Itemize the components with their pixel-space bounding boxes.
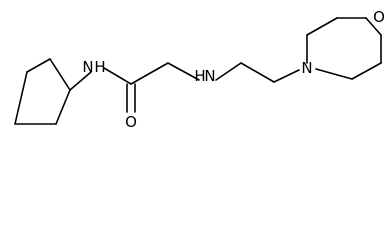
bond-ch2-ch2	[240, 62, 275, 83]
ring-bond	[365, 17, 382, 36]
cyclopentane-ring	[14, 58, 71, 125]
bond-nh-ch2	[215, 62, 242, 81]
molecule-drawing: N H O N H N O	[14, 8, 385, 131]
bond-nh-co	[103, 67, 132, 85]
morpholine-n-label: N	[301, 59, 312, 77]
chain-bonds	[69, 62, 300, 113]
amine-h-label: H	[194, 67, 205, 85]
amide-n-label: N	[82, 58, 93, 76]
atom-labels: N H O N H N O	[82, 8, 385, 131]
ring-bond	[351, 62, 382, 80]
ring-bond	[26, 58, 51, 73]
morpholine-o-label: O	[373, 8, 385, 26]
ring-bond	[14, 71, 28, 125]
bond-co-ch2	[130, 62, 169, 85]
ring-bond	[315, 68, 353, 80]
ring-bond	[49, 58, 71, 91]
amine-n-label: N	[204, 67, 215, 85]
ring-bond	[306, 17, 338, 36]
structure-diagram: N H O N H N O	[14, 8, 385, 131]
carbonyl-o-label: O	[125, 113, 137, 131]
bond-ch2-n	[273, 69, 300, 83]
morpholine-ring	[306, 17, 382, 80]
amide-h-label: H	[94, 58, 105, 76]
bond-ch2-nh	[167, 62, 200, 81]
ring-bond	[55, 89, 71, 125]
bond-cp-nh	[69, 71, 92, 91]
